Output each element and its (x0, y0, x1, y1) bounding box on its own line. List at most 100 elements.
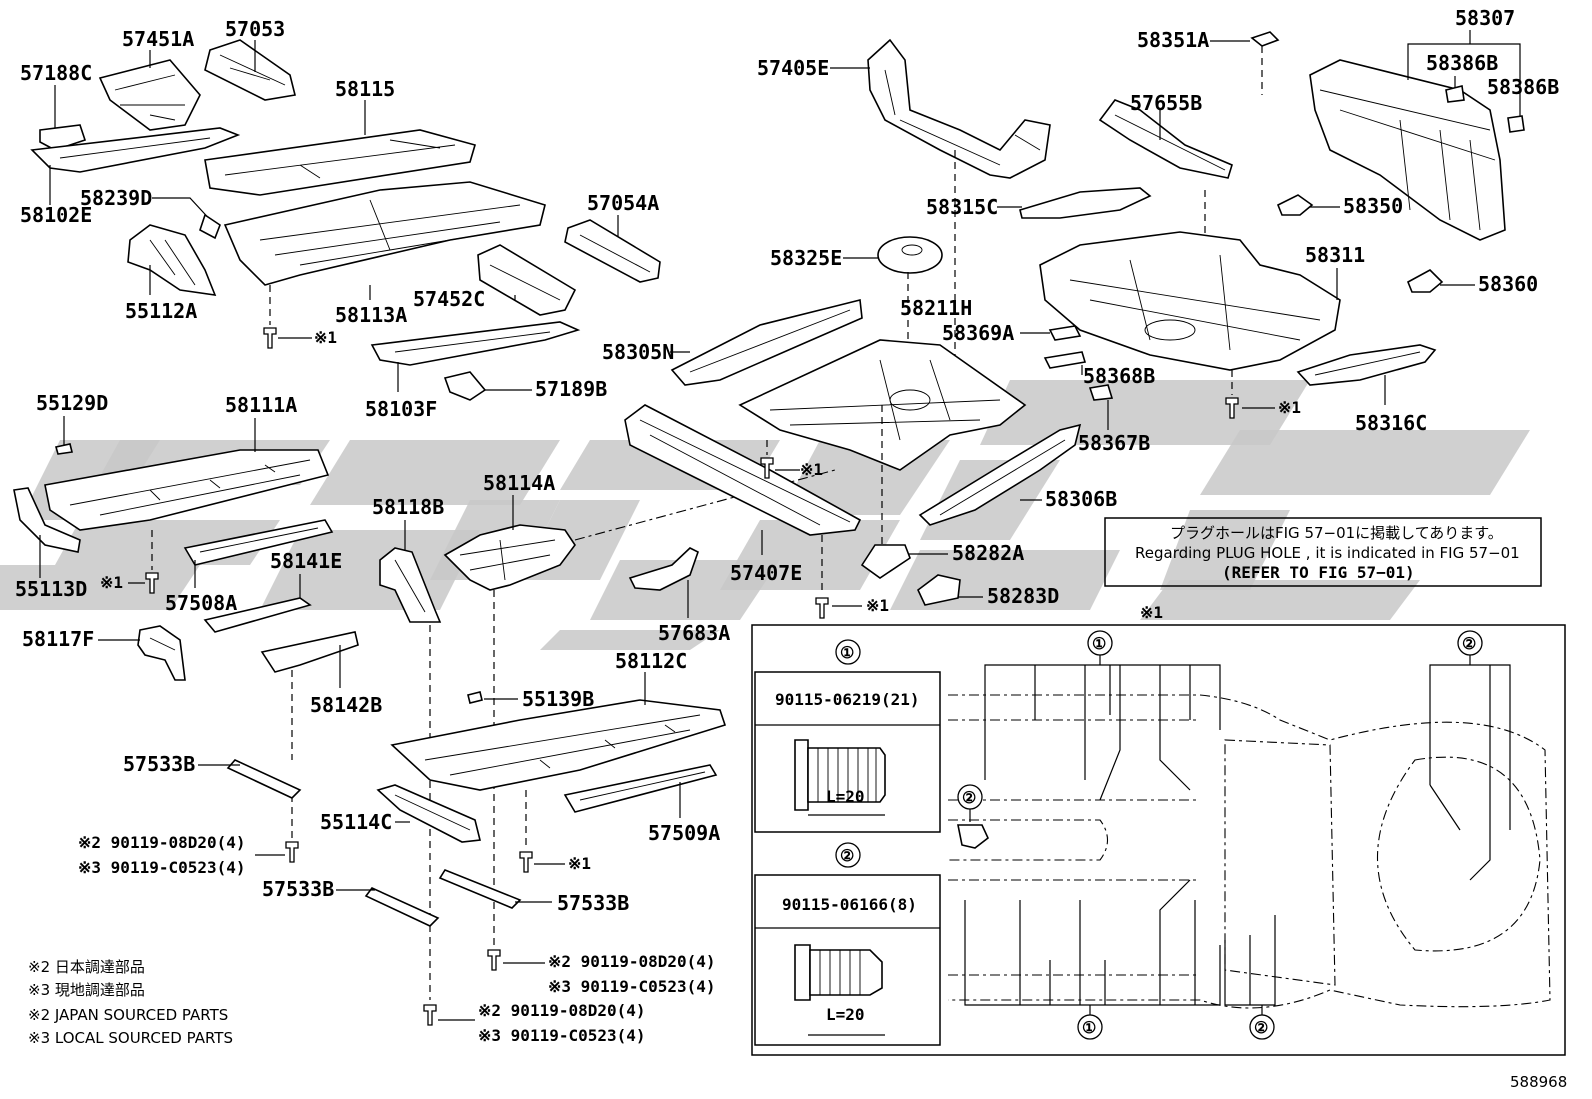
fastener-mid-3: ※3 90119-C0523(4) (548, 977, 716, 996)
part-57053 (204, 39, 296, 101)
bolt-icon (423, 1004, 437, 1026)
label-57189B: 57189B (535, 377, 607, 401)
mark-x1: ※1 (800, 460, 823, 479)
part-57054A (564, 219, 661, 283)
label-58283D: 58283D (987, 584, 1059, 608)
diagram-id: 588968 (1510, 1073, 1567, 1091)
label-58113A: 58113A (335, 303, 407, 327)
inset-circle-1c: ① (1082, 1018, 1096, 1037)
bolt2-length: L=20 (826, 1005, 865, 1024)
part-58112C (390, 699, 727, 791)
bolt-2-icon (794, 944, 883, 1001)
inset-circle-2b: ② (962, 788, 976, 807)
fastener-mid-2: ※2 90119-08D20(4) (548, 952, 716, 971)
label-58141E: 58141E (270, 549, 342, 573)
label-58386B-2: 58386B (1487, 75, 1559, 99)
part-58306B (918, 423, 1082, 526)
bolt-inset-panel: ① 90115-06219(21) L=20 ② 90115-06166(8) … (751, 624, 1566, 1056)
bolt1-part: 90115-06219(21) (775, 690, 920, 709)
part-58315C (1019, 187, 1152, 219)
part-57683A (628, 547, 699, 591)
part-58239D (199, 213, 221, 240)
label-58112C: 58112C (615, 649, 687, 673)
part-58386B-b (1507, 115, 1525, 133)
note-jp-3: ※3 現地調達部品 (28, 981, 145, 999)
plug-note-jp: プラグホールはFIG 57−01に掲載してあります。 (1170, 524, 1503, 542)
part-58111A (44, 449, 330, 531)
fastener-left-3: ※3 90119-C0523(4) (78, 858, 246, 877)
fastener-bot-3: ※3 90119-C0523(4) (478, 1026, 646, 1045)
label-58367B: 58367B (1078, 431, 1150, 455)
part-58316C (1296, 344, 1437, 386)
part-55114C (376, 784, 481, 843)
label-58306B: 58306B (1045, 487, 1117, 511)
part-57533B-a (226, 759, 302, 799)
label-58117F: 58117F (22, 627, 94, 651)
bolt-icon (760, 457, 774, 479)
part-58114A (443, 524, 576, 591)
part-58117F (137, 625, 186, 681)
bolt-1-icon (794, 739, 886, 811)
inset-circle-2d: ② (1254, 1018, 1268, 1037)
label-58325E: 58325E (770, 246, 842, 270)
label-57533B-1: 57533B (123, 752, 195, 776)
bolt-icon (145, 572, 159, 594)
part-58283D (917, 574, 961, 606)
label-57509A: 57509A (648, 821, 720, 845)
note-en-3: ※3 LOCAL SOURCED PARTS (28, 1029, 233, 1047)
label-57054A: 57054A (587, 191, 659, 215)
part-57509A (563, 764, 718, 813)
label-58118B: 58118B (372, 495, 444, 519)
bolt1-length: L=20 (826, 787, 865, 806)
plug-note-ref: (REFER TO FIG 57−01) (1222, 563, 1415, 582)
label-58102E: 58102E (20, 203, 92, 227)
bolt2-part: 90115-06166(8) (782, 895, 917, 914)
bolt-icon (263, 327, 277, 349)
bolt-icon (487, 949, 501, 971)
part-58141E (203, 597, 312, 633)
bolt-icon (815, 597, 829, 619)
floor-schematic (948, 694, 1551, 1009)
label-58114A: 58114A (483, 471, 555, 495)
label-58350: 58350 (1343, 194, 1403, 218)
part-57189B (443, 371, 487, 401)
bolt-icon (519, 851, 533, 873)
mark-x1: ※1 (1278, 398, 1301, 417)
mark-x1: ※1 (100, 573, 123, 592)
part-58350 (1276, 194, 1314, 216)
plug-note-en: Regarding PLUG HOLE , it is indicated in… (1135, 544, 1520, 562)
label-58307: 58307 (1455, 6, 1515, 30)
label-57451A: 57451A (122, 27, 194, 51)
bolt-icon (1225, 397, 1239, 419)
part-58113A (223, 181, 546, 286)
label-55139B: 55139B (522, 687, 594, 711)
label-58386B-1: 58386B (1426, 51, 1498, 75)
part-58103F (370, 321, 581, 366)
part-57533B-c (438, 869, 522, 909)
label-57053: 57053 (225, 17, 285, 41)
label-57533B-2: 57533B (262, 877, 334, 901)
label-55129D: 55129D (36, 391, 108, 415)
label-57407E: 57407E (730, 561, 802, 585)
part-58311 (1039, 231, 1341, 371)
label-58115: 58115 (335, 77, 395, 101)
part-58325E (877, 236, 943, 274)
label-57188C: 57188C (20, 61, 92, 85)
plug-hole-note: プラグホールはFIG 57−01に掲載してあります。 Regarding PLU… (1104, 517, 1542, 587)
mark-x1: ※1 (866, 596, 889, 615)
label-57683A: 57683A (658, 621, 730, 645)
part-58360 (1406, 269, 1444, 293)
label-57508A: 57508A (165, 591, 237, 615)
mark-x1: ※1 (314, 328, 337, 347)
mark-x1: ※1 (568, 854, 591, 873)
part-55112A (127, 224, 217, 296)
note-jp-2: ※2 日本調達部品 (28, 958, 145, 976)
label-58103F: 58103F (365, 397, 437, 421)
label-58369A: 58369A (942, 321, 1014, 345)
part-58386B-a (1445, 85, 1465, 103)
label-58239D: 58239D (80, 186, 152, 210)
part-55139B (467, 691, 483, 704)
bolt-icon (285, 841, 299, 863)
part-58115 (204, 129, 476, 196)
